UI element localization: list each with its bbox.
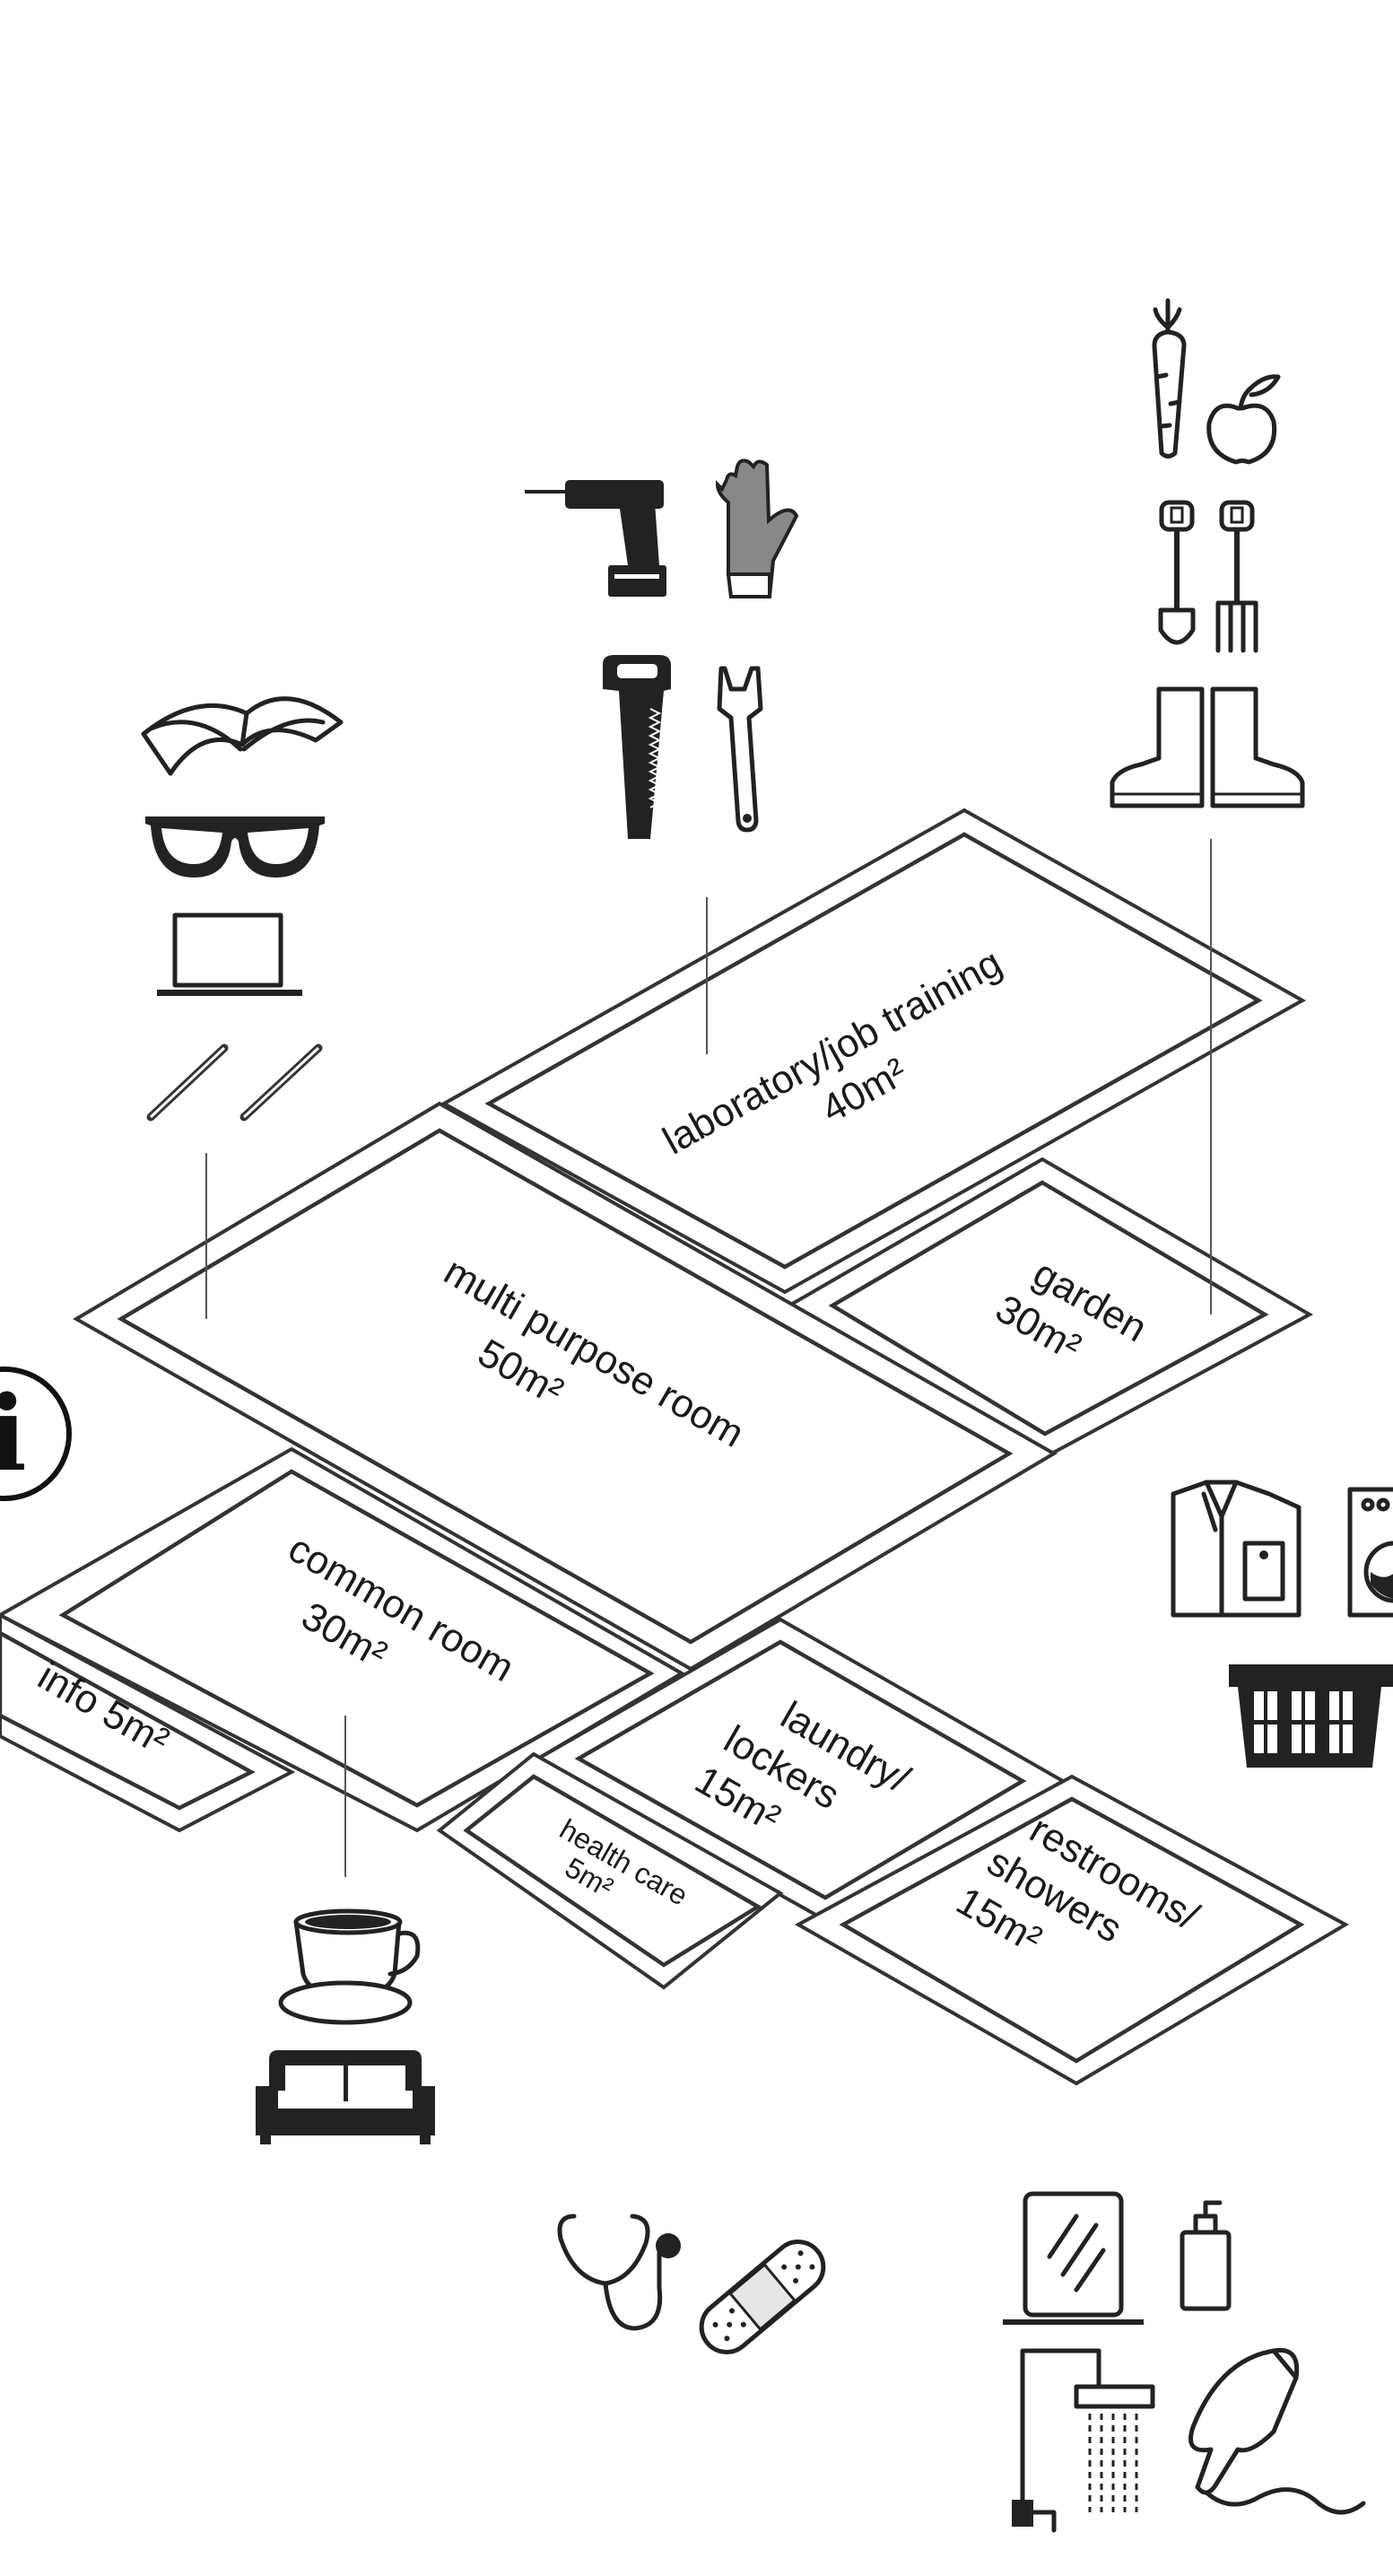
info-icon[interactable]: i bbox=[0, 1367, 72, 1501]
soap-dispenser-icon bbox=[1180, 2200, 1232, 2311]
wrench-icon bbox=[717, 666, 763, 833]
room-restrooms bbox=[794, 1774, 1350, 2086]
book-icon bbox=[141, 696, 344, 776]
glove-icon bbox=[715, 458, 799, 598]
glasses-icon bbox=[145, 816, 325, 878]
sofa-icon bbox=[256, 2050, 435, 2144]
room-laundry bbox=[534, 1617, 1067, 1923]
boots-icon bbox=[1110, 686, 1305, 808]
washing-machine-icon bbox=[1347, 1487, 1393, 1618]
fork-icon bbox=[1215, 500, 1258, 653]
room-common bbox=[0, 1446, 685, 1833]
shower-icon bbox=[1012, 2348, 1155, 2533]
room-laboratory bbox=[440, 808, 1307, 1295]
apple-icon bbox=[1206, 374, 1281, 465]
room-health-care bbox=[436, 1751, 784, 1990]
mirror-icon bbox=[1003, 2191, 1144, 2325]
pencil-icon bbox=[146, 1043, 229, 1122]
hair-dryer-icon bbox=[1188, 2347, 1366, 2515]
coffee-cup-icon bbox=[278, 1908, 421, 2025]
laundry-basket-icon bbox=[1229, 1664, 1393, 1768]
drill-icon bbox=[525, 480, 666, 597]
carrot-icon bbox=[1152, 298, 1187, 458]
bandage-icon bbox=[699, 2240, 826, 2354]
laptop-icon bbox=[157, 913, 302, 996]
room-multi-purpose bbox=[73, 1101, 1058, 1672]
saw-icon bbox=[603, 655, 671, 839]
pencil-icon bbox=[239, 1043, 323, 1122]
info-icon-glyph: i bbox=[0, 1374, 27, 1495]
room-info bbox=[0, 1612, 296, 1833]
stethoscope-icon bbox=[557, 2214, 681, 2331]
shovel-icon bbox=[1158, 500, 1196, 645]
shirt-icon bbox=[1171, 1480, 1302, 1618]
